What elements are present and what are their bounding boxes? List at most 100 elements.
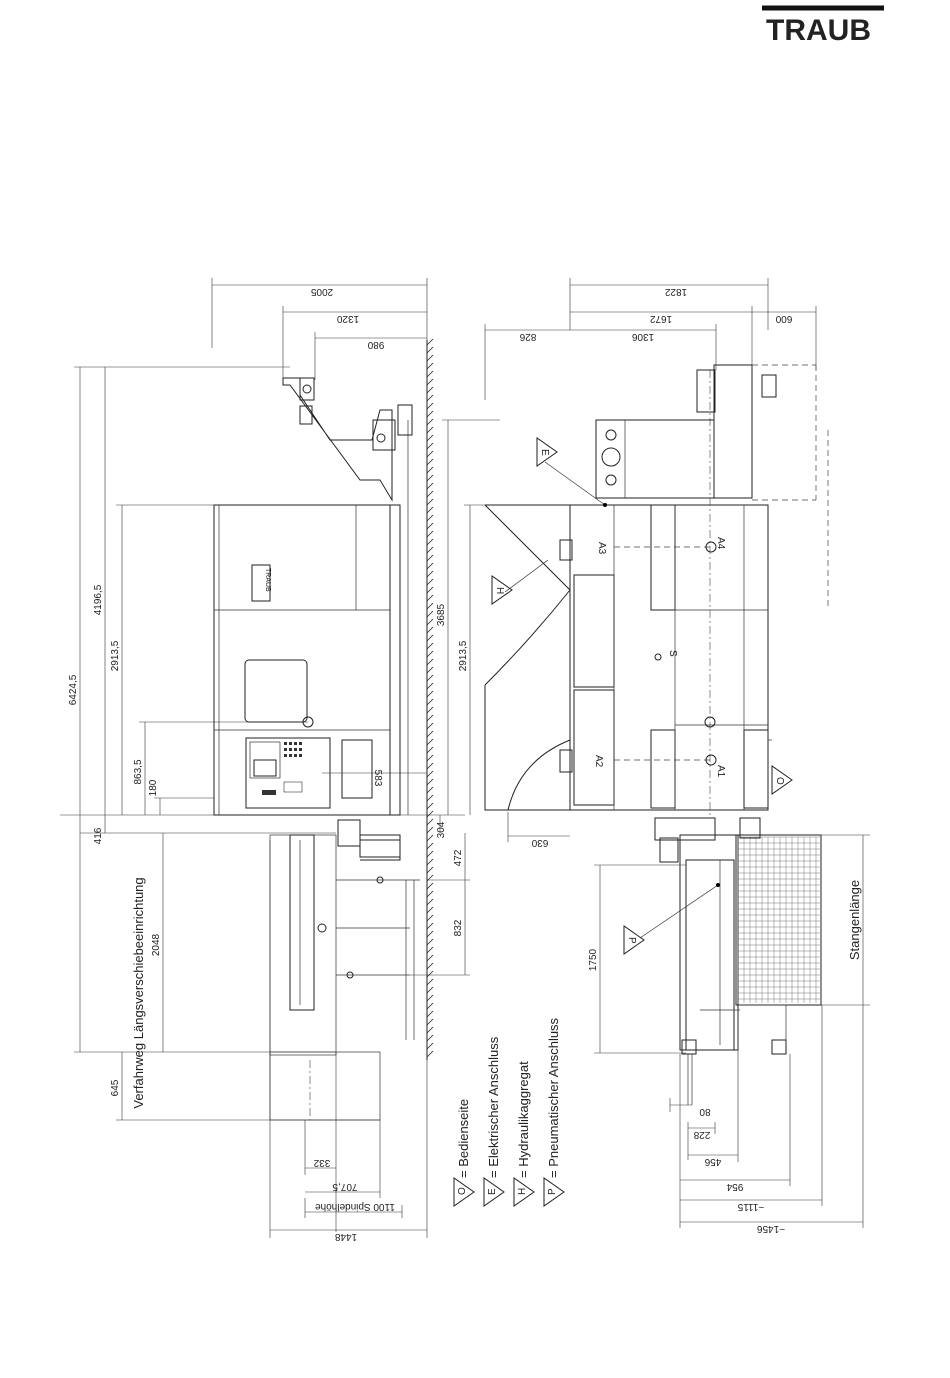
wall-hatch-line — [426, 714, 434, 722]
wall-hatch-line — [426, 674, 434, 682]
wall-hatch-line — [426, 514, 434, 522]
legend: O = Bedienseite E = Elektrischer Anschlu… — [453, 1017, 565, 1207]
wall-hatch-line — [426, 522, 434, 530]
wall-hatch-line — [426, 634, 434, 642]
wall-hatch-line — [426, 986, 434, 994]
wall-hatch-line — [426, 890, 434, 898]
wall-hatch-line — [426, 746, 434, 754]
dim-630: 630 — [531, 837, 548, 848]
wall-hatch-line — [426, 810, 434, 818]
wall-hatch-line — [426, 850, 434, 858]
dim-3685: 3685 — [436, 603, 447, 626]
legend-item-pneumatisch: P = Pneumatischer Anschluss — [543, 1017, 565, 1207]
marker-a3: A3 — [596, 542, 607, 555]
dim-2913-5-left: 2913,5 — [110, 640, 121, 671]
dim-826: 826 — [519, 331, 536, 342]
dim-707-5: 707,5 — [332, 1181, 357, 1192]
legend-item-elektrischer: E = Elektrischer Anschluss — [483, 1036, 505, 1207]
svg-text:= Elektrischer Anschluss: = Elektrischer Anschluss — [486, 1036, 501, 1178]
left-view-machine: TRAUB 583 — [213, 338, 434, 1121]
dim-2048: 2048 — [151, 933, 162, 956]
wall-hatch-line — [426, 602, 434, 610]
right-view-machine: 630 A4 A3 S A1 A2 — [484, 364, 829, 863]
left-bottom-dimensions: 332 707,5 1100 Spindelhöhe 1448 — [269, 840, 428, 1242]
wall-hatch-line — [426, 642, 434, 650]
wall-hatch-line — [426, 1042, 434, 1050]
svg-text:H: H — [517, 1188, 528, 1195]
wall-hatch-line — [426, 1002, 434, 1010]
wall-hatch-line — [426, 386, 434, 394]
wall-hatch-line — [426, 938, 434, 946]
dim-1115: ~1115 — [737, 1201, 764, 1212]
dim-228: 228 — [693, 1129, 710, 1140]
dim-980: 980 — [367, 339, 384, 350]
wall-hatch-line — [426, 914, 434, 922]
wall-hatch-line — [426, 826, 434, 834]
left-view-right-dims: 304 472 832 3685 2913,5 — [410, 419, 580, 976]
drawing-symbols: E H O P — [491, 437, 793, 955]
dim-1448: 1448 — [334, 1231, 357, 1242]
svg-text:= Bedienseite: = Bedienseite — [456, 1099, 471, 1178]
wall-hatch-line — [426, 498, 434, 506]
dim-1100-spindle: 1100 Spindelhöhe — [315, 1201, 395, 1212]
dim-1672: 1672 — [649, 313, 672, 324]
wall-hatch-line — [426, 570, 434, 578]
wall-hatch-line — [426, 458, 434, 466]
wall-hatch-line — [426, 338, 434, 346]
svg-text:P: P — [626, 937, 637, 944]
dim-80: 80 — [699, 1106, 711, 1117]
control-keys — [262, 742, 303, 795]
dim-954: 954 — [726, 1181, 743, 1192]
dim-863-5: 863,5 — [133, 759, 144, 784]
dim-304: 304 — [436, 821, 447, 838]
wall-hatch-line — [426, 954, 434, 962]
dim-1822: 1822 — [664, 286, 687, 297]
wall-hatch-line — [426, 362, 434, 370]
wall-hatch-line — [426, 562, 434, 570]
wall-hatch-line — [426, 442, 434, 450]
panel-brand-text: TRAUB — [264, 568, 271, 592]
wall-hatch-line — [426, 770, 434, 778]
wall-hatch-line — [426, 898, 434, 906]
wall-hatch-line — [426, 946, 434, 954]
wall-hatch-line — [426, 802, 434, 810]
dim-2005: 2005 — [310, 286, 333, 297]
wall-hatch-line — [426, 906, 434, 914]
wall-hatch-line — [426, 778, 434, 786]
wall-hatch-line — [426, 626, 434, 634]
wall-hatch-line — [426, 682, 434, 690]
dim-1320: 1320 — [336, 313, 359, 324]
wall-hatch-line — [426, 818, 434, 826]
wall-hatch-line — [426, 410, 434, 418]
wall-hatch-line — [426, 1018, 434, 1026]
wall-hatch-line — [426, 610, 434, 618]
wall-hatch-line — [426, 978, 434, 986]
symbol-e: E — [536, 437, 558, 467]
traub-logo: TRAUB — [762, 5, 884, 46]
wall-hatch-line — [426, 1026, 434, 1034]
svg-text:= Pneumatischer Anschluss: = Pneumatischer Anschluss — [546, 1017, 561, 1178]
dim-832: 832 — [453, 919, 464, 936]
label-stangenlaenge: Stangenlänge — [847, 880, 862, 960]
dim-2913-5-mid: 2913,5 — [458, 640, 469, 671]
wall-hatch-line — [426, 354, 434, 362]
marker-a4: A4 — [715, 537, 726, 550]
wall-hatch-line — [426, 834, 434, 842]
logo-text: TRAUB — [766, 14, 871, 46]
wall-hatch-line — [426, 434, 434, 442]
wall-hatch-line — [426, 738, 434, 746]
wall-hatch-line — [426, 594, 434, 602]
dim-456: 456 — [704, 1156, 721, 1167]
wall-hatch-line — [426, 730, 434, 738]
dim-6424-5: 6424,5 — [68, 674, 79, 705]
right-bottom-dimensions: 1750 Stangenlänge 80 228 456 954 ~1115 ~… — [588, 834, 870, 1234]
wall-hatch-line — [426, 578, 434, 586]
wall-hatch-line — [426, 618, 434, 626]
wall-hatch-line — [426, 930, 434, 938]
dim-583: 583 — [372, 770, 383, 787]
marker-a1: A1 — [715, 765, 726, 778]
svg-text:O: O — [457, 1187, 468, 1195]
wall-hatch-line — [426, 402, 434, 410]
wall-hatch-line — [426, 538, 434, 546]
